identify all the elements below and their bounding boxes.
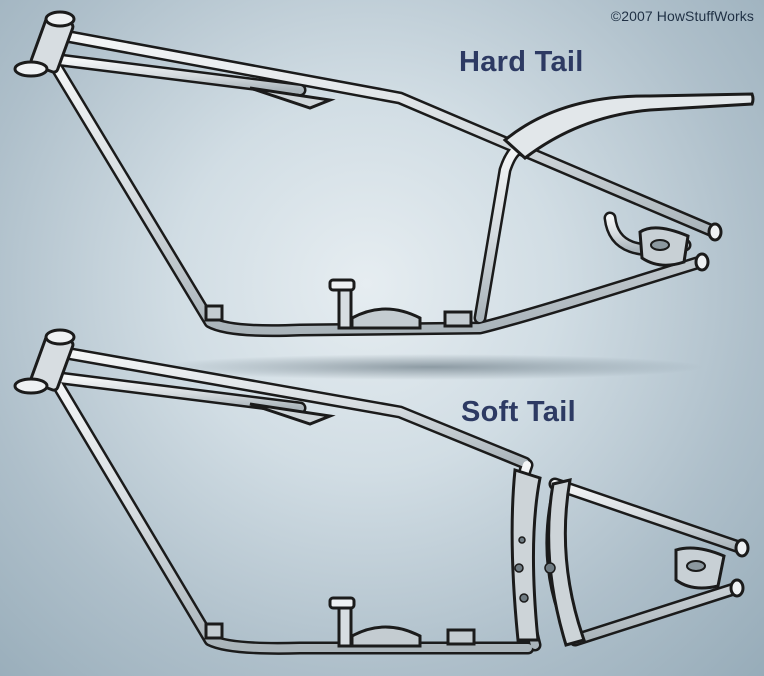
soft-tail-headstock — [13, 328, 76, 395]
hard-tail-shadow — [155, 354, 705, 380]
soft-tail-frame — [13, 328, 750, 655]
soft-tail-pivot-plate — [510, 468, 542, 642]
hard-tail-headstock — [13, 10, 76, 78]
soft-tail-swingarm-plate — [547, 478, 586, 647]
soft-tail-gusset — [249, 402, 336, 426]
copyright-notice: ©2007 HowStuffWorks — [610, 8, 754, 24]
soft-tail-label: Soft Tail — [461, 396, 576, 428]
hard-tail-gusset — [249, 86, 336, 110]
hard-tail-label: Hard Tail — [459, 46, 584, 78]
hard-tail-frame — [13, 10, 755, 380]
hard-tail-fender-strut — [502, 92, 755, 160]
soft-tail-seat-mount — [204, 596, 476, 648]
hard-tail-seat-mount — [204, 278, 473, 330]
